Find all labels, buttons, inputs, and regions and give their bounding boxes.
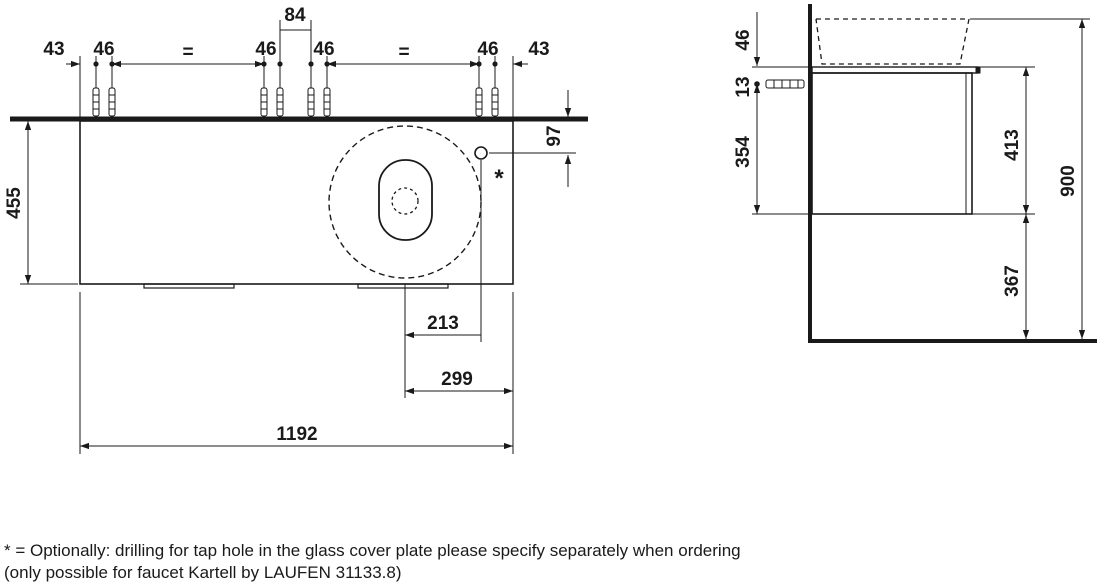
footnote-line-2: (only possible for faucet Kartell by LAU… [4,563,402,582]
screw-pair-2 [260,87,284,117]
basin-outline-dashed [328,125,482,279]
dim-total-1192: 1192 [276,424,317,445]
dim-top-43-left: 43 [43,39,64,60]
screw-pair-3 [307,87,331,117]
dim-basin-299: 299 [441,369,473,390]
dim-top-43-right: 43 [528,39,549,60]
dim-top-46-2: 46 [255,39,276,60]
side-top-plate-lip [975,67,981,74]
side-dim-13: 13 [733,76,754,97]
side-dim-900: 900 [1058,165,1079,197]
side-dim-lines [752,12,1090,339]
mounting-screws [92,87,499,117]
top-dimension-dots [93,61,498,67]
side-view [765,4,1097,343]
dim-top-equal-1: = [182,42,193,63]
side-dim-413: 413 [1002,129,1023,161]
dim-tap-97: 97 [544,125,565,146]
side-dim-46: 46 [733,29,754,50]
dim-top-equal-2: = [398,42,409,63]
top-dimension-chain [66,20,528,118]
dim-left-455: 455 [4,187,25,219]
drain-dashed [391,187,419,215]
cabinet-body [79,120,514,285]
cabinet-foot-left [143,283,235,289]
tap-hole [474,146,488,160]
basin-oval [378,159,433,241]
front-view [10,116,588,289]
tap-asterisk: * [494,165,504,192]
side-basin-dashed [815,18,970,65]
side-dim-367: 367 [1002,265,1023,297]
side-top-plate [811,66,979,74]
dim-top-46-4: 46 [477,39,498,60]
side-cabinet [811,72,973,215]
side-dim-354: 354 [733,136,754,168]
dim-bottom-lines [79,160,514,454]
dim-tap-offset-lines [489,90,576,187]
dim-top-84: 84 [284,5,306,26]
screw-pair-1 [92,87,116,117]
dim-basin-213: 213 [427,313,459,334]
dim-top-46-1: 46 [93,39,114,60]
cabinet-foot-right [357,283,449,289]
dim-top-46-3: 46 [313,39,334,60]
side-screw [765,79,805,89]
screw-pair-4 [475,87,499,117]
footnote-line-1: * = Optionally: drilling for tap hole in… [4,541,741,560]
dim-left-height-lines [20,121,78,285]
